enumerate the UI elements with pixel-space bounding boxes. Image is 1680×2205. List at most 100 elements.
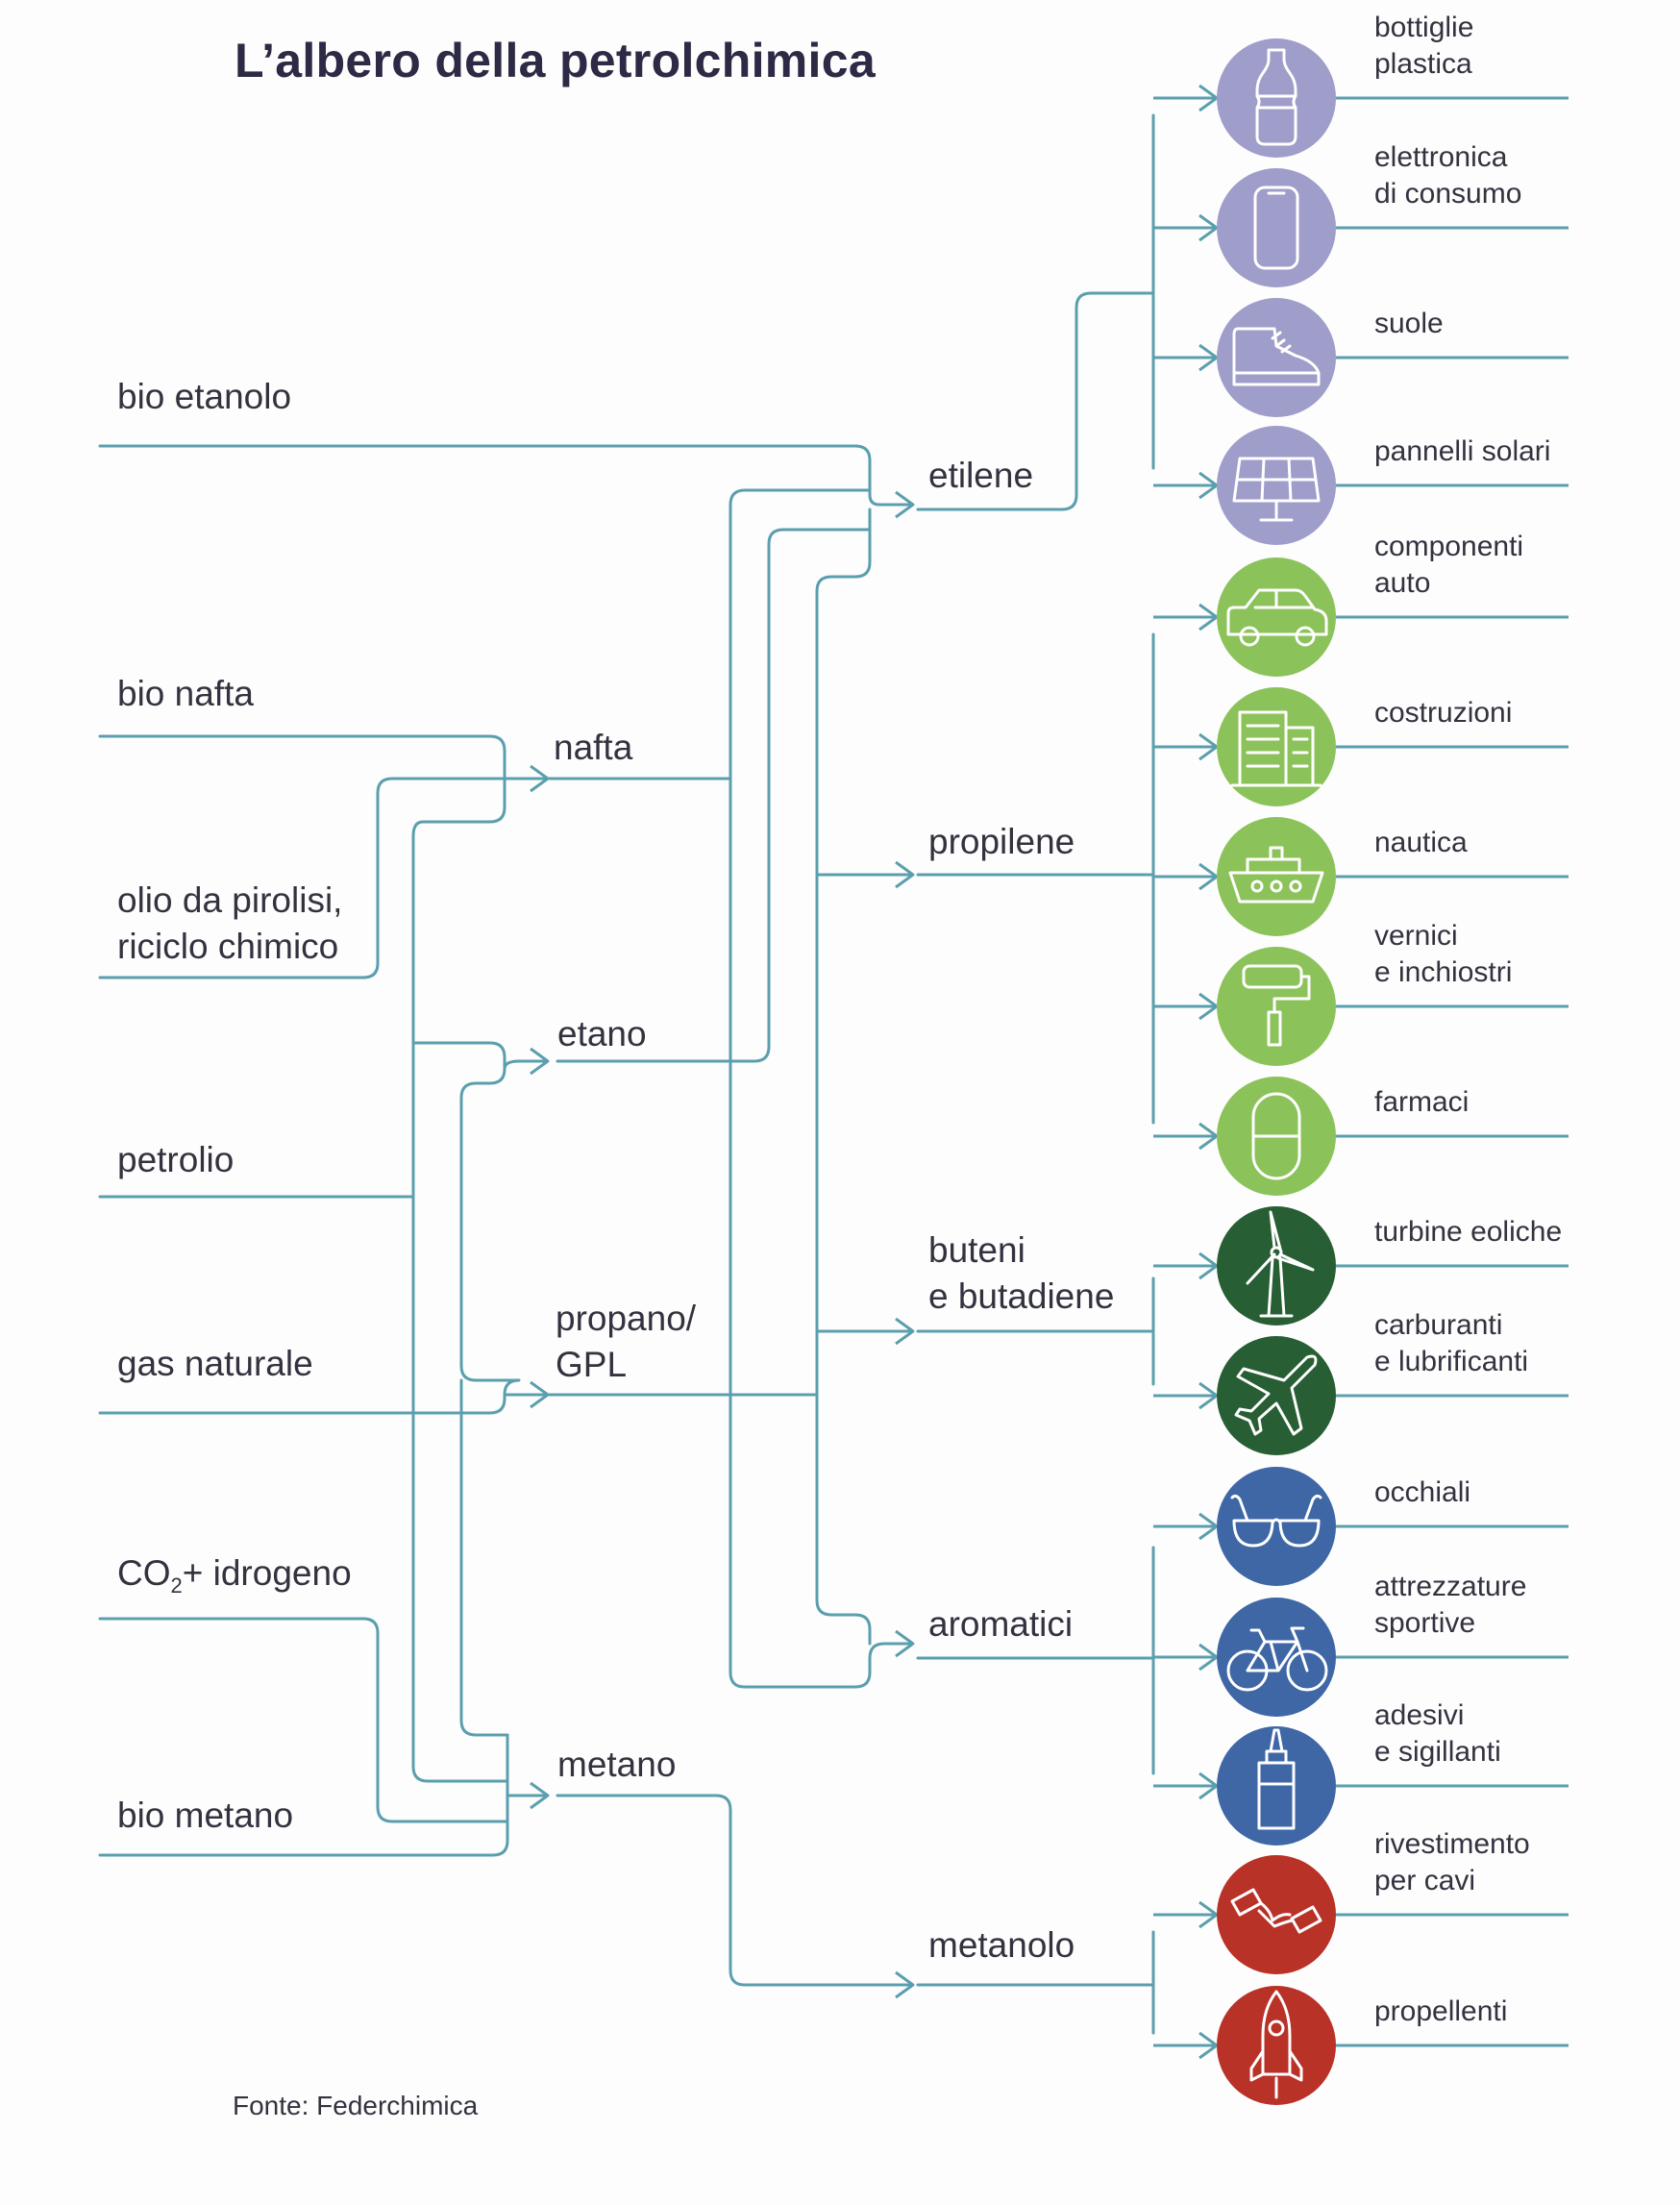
source-co2-idrogeno: CO2+ idrogeno <box>117 1550 352 1609</box>
wind-turbine-icon <box>1246 1210 1315 1318</box>
rocket-icon <box>1249 1990 1303 2099</box>
feedstock-propano-gpl: propano/ GPL <box>556 1296 696 1388</box>
intermediate-aromatici: aromatici <box>928 1604 1074 1644</box>
product-label-line1: suole <box>1374 308 1444 339</box>
ship-icon <box>1228 846 1324 904</box>
product-circle <box>1217 1598 1336 1717</box>
product-connectors <box>1153 98 1569 2045</box>
product-circle <box>1217 1986 1336 2105</box>
connector-metano-metanolo <box>556 1794 915 1985</box>
co2-rest: + idrogeno <box>182 1553 352 1593</box>
product-label-line2: per cavi <box>1374 1865 1476 1896</box>
product-node <box>1217 1986 1336 2105</box>
pill-icon <box>1251 1092 1301 1180</box>
product-label-line1: adesivi <box>1374 1699 1465 1731</box>
intermediate-buteni-line2: e butadiene <box>928 1276 1115 1316</box>
connector-bio-etanolo-etilene <box>98 444 915 505</box>
source-gas-naturale: gas naturale <box>117 1344 313 1383</box>
product-node <box>1217 1855 1336 1974</box>
product-label-line2: sportive <box>1374 1607 1476 1639</box>
product-label: nautica <box>1374 825 1468 861</box>
product-label: farmaci <box>1374 1084 1469 1121</box>
intermediate-propilene: propilene <box>928 822 1075 861</box>
product-label-line1: bottiglie <box>1374 12 1474 43</box>
connector-aromatici-trunk <box>815 1393 872 1646</box>
product-label-line2: plastica <box>1374 48 1472 80</box>
product-circle <box>1217 1206 1336 1325</box>
connector-nafta-aromatici <box>729 1644 915 1689</box>
solar-panel-icon <box>1232 457 1321 522</box>
product-circle <box>1217 1855 1336 1974</box>
product-node <box>1217 557 1336 677</box>
product-node <box>1217 298 1336 417</box>
product-node <box>1217 1598 1336 1717</box>
product-label: attrezzature sportive <box>1374 1569 1526 1642</box>
product-label-line1: componenti <box>1374 531 1524 562</box>
connector-gas-metano <box>459 1378 509 1737</box>
connector-co2-metano <box>98 1617 509 1823</box>
product-circle <box>1217 168 1336 287</box>
product-label-line1: rivestimento <box>1374 1828 1530 1860</box>
intermediate-buteni-line1: buteni <box>928 1230 1025 1270</box>
bottle-icon <box>1255 48 1297 146</box>
feedstock-propano-line2: GPL <box>556 1345 628 1384</box>
product-label: propellenti <box>1374 1994 1507 2030</box>
product-node <box>1217 817 1336 936</box>
product-node <box>1217 426 1336 545</box>
product-node <box>1217 168 1336 287</box>
product-circle <box>1217 817 1336 936</box>
source-petrolio: petrolio <box>117 1140 235 1179</box>
product-label-line1: costruzioni <box>1374 697 1513 729</box>
source-note: Fonte: Federchimica <box>233 2091 479 2120</box>
product-circle <box>1217 426 1336 545</box>
connector-etilene-group <box>916 291 1155 511</box>
product-label-line2: e inchiostri <box>1374 956 1513 988</box>
product-label-line1: turbine eoliche <box>1374 1216 1563 1248</box>
product-label: vernici e inchiostri <box>1374 918 1512 991</box>
product-label-line1: vernici <box>1374 920 1458 952</box>
co2-subscript: 2 <box>170 1573 183 1598</box>
product-circle <box>1217 557 1336 677</box>
product-label: turbine eoliche <box>1374 1214 1562 1251</box>
cable-icon <box>1230 1888 1322 1934</box>
product-label: adesivi e sigillanti <box>1374 1697 1501 1771</box>
product-label: pannelli solari <box>1374 434 1550 470</box>
feedstock-etano: etano <box>557 1014 647 1053</box>
airplane-icon <box>1234 1354 1318 1436</box>
product-node <box>1217 1726 1336 1846</box>
intermediate-etilene: etilene <box>928 456 1034 495</box>
product-label: rivestimento per cavi <box>1374 1826 1530 1899</box>
feedstock-nafta: nafta <box>554 728 633 767</box>
product-label: occhiali <box>1374 1474 1470 1511</box>
page-title: L’albero della petrolchimica <box>235 34 876 87</box>
connector-petrolio-etano <box>411 1041 550 1069</box>
product-label-line2: e sigillanti <box>1374 1736 1501 1768</box>
glue-tube-icon <box>1257 1728 1296 1830</box>
source-bio-etanolo: bio etanolo <box>117 377 292 416</box>
product-label-line1: attrezzature <box>1374 1571 1527 1602</box>
glasses-icon <box>1230 1494 1322 1548</box>
buildings-icon <box>1230 710 1322 787</box>
product-node <box>1217 947 1336 1066</box>
shoe-icon <box>1232 327 1321 386</box>
car-icon <box>1226 588 1328 647</box>
product-label: bottiglie plastica <box>1374 10 1473 83</box>
bicycle-icon <box>1226 1626 1328 1692</box>
product-circle <box>1217 38 1336 158</box>
product-circle <box>1217 1726 1336 1846</box>
product-icons <box>1217 38 1336 2105</box>
product-label-line1: farmaci <box>1374 1086 1470 1118</box>
co2-main: CO <box>117 1553 171 1593</box>
connector-nafta-etilene <box>729 488 872 507</box>
product-node <box>1217 1206 1336 1325</box>
product-label-line2: e lubrificanti <box>1374 1346 1529 1377</box>
product-label: componenti auto <box>1374 529 1523 602</box>
product-node <box>1217 687 1336 806</box>
product-label-line2: auto <box>1374 567 1431 599</box>
connector-petrolio-metano <box>411 1248 509 1783</box>
intermediate-metanolo: metanolo <box>928 1925 1075 1965</box>
connector-bio-nafta-nafta <box>98 734 506 1251</box>
